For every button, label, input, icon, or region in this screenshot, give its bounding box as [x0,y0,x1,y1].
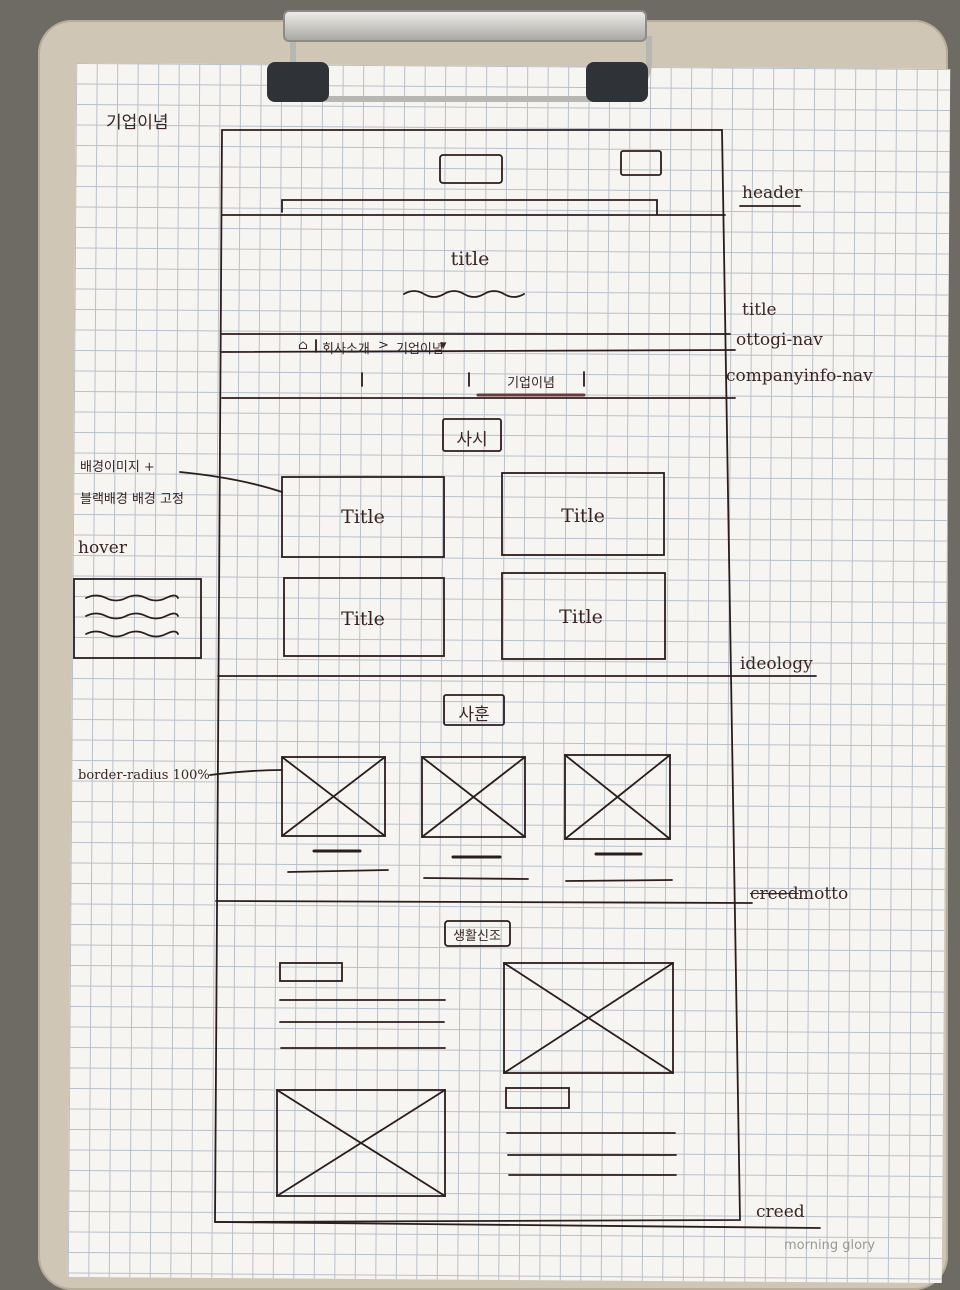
brand-watermark: morning glory [784,1238,876,1253]
ideology-card-2 [501,472,665,556]
motto-text-2 [423,877,529,880]
hover-line-2 [85,612,179,620]
header-logo-box [439,154,503,184]
ideology-card-3 [283,577,445,657]
creed-image-1 [503,962,674,1074]
page-title: 기업이념 [106,113,169,133]
creed-heading-box [444,920,511,947]
creed-label-box-2 [505,1087,570,1109]
breadcrumb-separator: > [378,338,389,353]
ottogi-nav-label: ottogi-nav [736,330,823,350]
hover-line-3 [85,630,179,638]
motto-image-3 [564,754,671,840]
ideology-heading-box [442,418,502,452]
ideology-card-4-title: Title [559,606,603,628]
ideology-heading: 사시 [456,430,488,450]
note-arrow-bg [179,471,283,493]
creed-heading: 생활신조 [453,929,501,944]
creed-bottom-line [214,1221,821,1229]
header-button-box [620,150,662,176]
motto-text-1 [287,869,389,873]
title-label: title [742,300,777,320]
ideology-card-3-title: Title [341,608,385,630]
note-background-image: 배경이미지 + [80,460,155,475]
ideology-card-1-title: Title [341,506,385,528]
creed-text-2 [506,1132,677,1176]
ideology-card-4 [501,572,666,660]
ideology-card-2-title: Title [561,505,605,527]
motto-heading: 사훈 [458,705,490,725]
breadcrumb-path-2: 기업이념 [396,342,444,357]
creed-label-box-1 [279,962,343,982]
clip-left-pad [267,62,329,102]
motto-image-1 [281,756,386,837]
ideology-card-1 [281,476,445,558]
clip-right-pad [586,62,648,102]
page-frame [214,129,741,1223]
creed-image-2 [276,1089,446,1197]
chevron-down-icon: ▾ [440,338,447,353]
motto-label: motto [798,884,849,904]
note-background-fixed: 블랙배경 배경 고정 [80,492,184,507]
hover-line-1 [85,594,179,602]
header-label: header [742,183,803,203]
creed-label: creed [756,1202,805,1222]
ideology-label: ideology [740,654,813,674]
ottogi-nav-line [221,349,736,353]
header-nav-bar [281,199,658,215]
motto-bottom-line [215,900,753,904]
motto-heading-box [443,694,505,726]
breadcrumb-path-1: 회사소개 [322,342,370,357]
note-hover: hover [78,538,127,558]
title-section-title: title [450,248,490,270]
companyinfo-nav-label: companyinfo-nav [726,366,873,386]
motto-image-2 [421,756,526,838]
clip-bar [283,10,647,42]
home-icon: ⌂ [298,338,308,353]
title-squiggle [403,290,525,298]
note-arrow-radius [209,769,283,776]
header-nav-current: 기업이념 [507,376,555,391]
creed-text-1 [279,999,446,1049]
hover-example-box [73,578,202,659]
motto-text-3 [565,879,673,882]
motto-label-struck: creed [750,884,799,904]
note-border-radius: border-radius 100% [78,768,210,783]
